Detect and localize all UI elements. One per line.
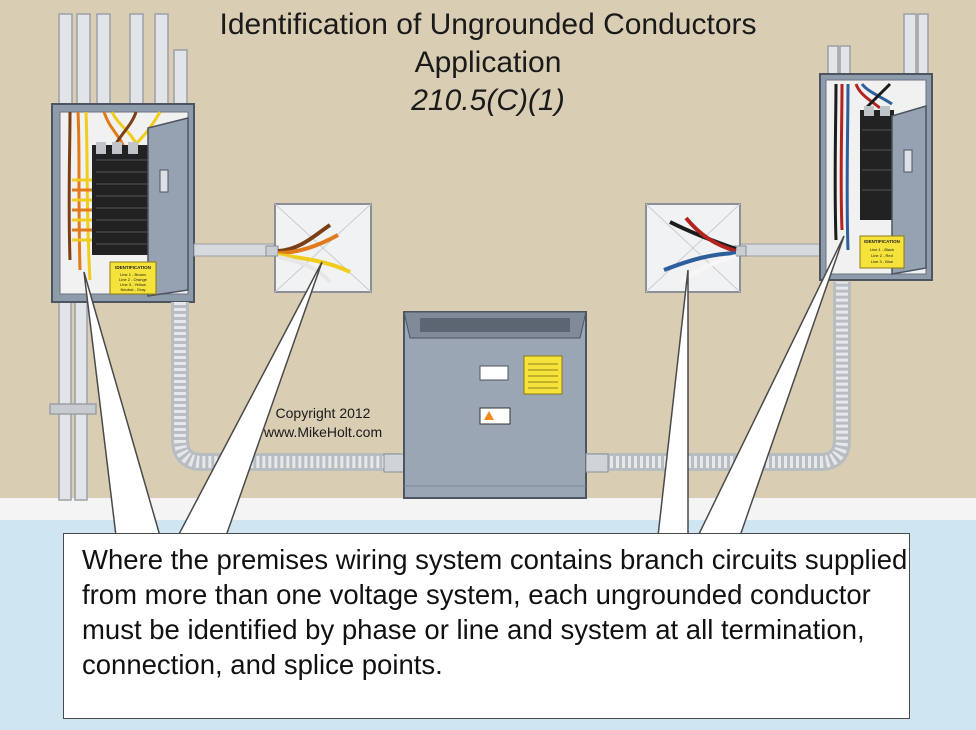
right-label-line-3: Line 3 - Blue (871, 259, 894, 264)
right-label-heading: IDENTIFICATION (864, 239, 900, 244)
right-flex-conduit (586, 282, 851, 471)
right-connector-tube (734, 243, 828, 257)
transformer (403, 311, 587, 499)
left-flex-fitting (383, 453, 407, 473)
right-junction-box (645, 203, 747, 293)
left-panel: IDENTIFICATION Line 1 - Brown Line 2 - O… (51, 103, 195, 303)
right-label-line-1: Line 1 - Black (870, 247, 894, 252)
title-line-3: 210.5(C)(1) (411, 84, 565, 117)
copyright-line-1: Copyright 2012 (275, 405, 371, 421)
left-label-heading: IDENTIFICATION (115, 265, 151, 270)
title-line-1: Identification of Ungrounded Conductors (219, 8, 757, 41)
right-label-line-2: Line 2 - Red (871, 253, 893, 258)
right-flex-fitting (585, 453, 609, 473)
copyright-line-2: www.MikeHolt.com (263, 424, 383, 440)
right-panel: IDENTIFICATION Line 1 - Black Line 2 - R… (819, 73, 933, 281)
right-panel-id-label (859, 235, 905, 269)
left-label-line-3: Line 3 - Yellow (120, 282, 146, 287)
callout-box: Where the premises wiring system contain… (63, 533, 910, 719)
left-label-line-4: Neutral - Gray (120, 287, 145, 292)
left-panel-id-label (109, 261, 157, 295)
left-flex-conduit (171, 302, 400, 471)
left-junction-box (265, 203, 372, 293)
left-panel-bottom-conduits (49, 299, 97, 501)
left-label-line-1: Line 1 - Brown (120, 272, 146, 277)
left-connector-tube (193, 243, 275, 257)
copyright-notice: Copyright 2012 www.MikeHolt.com (248, 404, 398, 442)
warning-sticker (479, 407, 511, 425)
title-line-2: Application (414, 46, 562, 79)
left-label-line-2: Line 2 - Orange (119, 277, 148, 282)
callout-text: Where the premises wiring system contain… (82, 544, 908, 680)
